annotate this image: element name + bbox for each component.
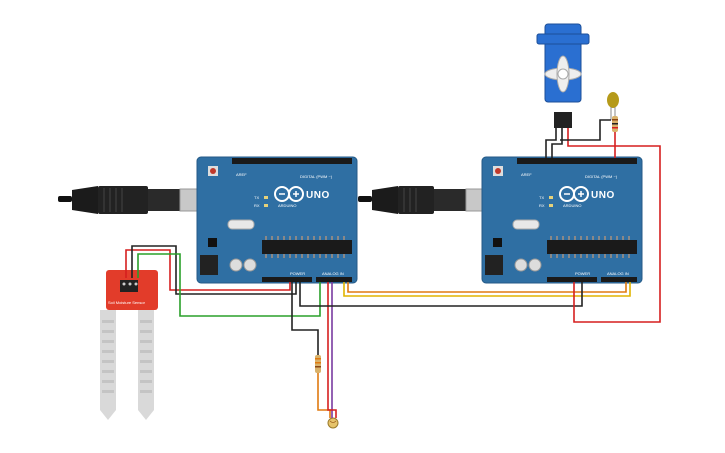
brand-label: ARDUINO	[278, 203, 296, 208]
soil-moisture-sensor[interactable]: Soil Moisture Sensor	[100, 270, 158, 420]
wire-link-yellow	[343, 282, 631, 297]
wire-sensor-red	[125, 249, 291, 291]
model-label: UNO	[306, 190, 330, 201]
usb-cable-right[interactable]	[358, 186, 485, 214]
power-header-label: POWER	[575, 271, 590, 276]
wire-photo-black	[291, 282, 319, 355]
power-header-label: POWER	[290, 271, 305, 276]
arduino-uno-right[interactable]: DIGITAL (PWM ~) AREF TX RX UNO ARDUINO P…	[481, 156, 643, 284]
tx-label: TX	[539, 195, 544, 200]
aref-label: AREF	[521, 172, 532, 177]
rx-label: RX	[254, 203, 260, 208]
arduino-logo-icon	[274, 186, 304, 202]
wire-photo-orange	[317, 373, 331, 418]
wire-servo-signal	[551, 128, 563, 158]
wires	[125, 119, 661, 418]
wire-link-orange	[347, 282, 627, 293]
wire-servo-red	[567, 128, 661, 323]
photoresistor[interactable]	[327, 417, 339, 429]
sensor-title: Soil Moisture Sensor	[108, 300, 146, 305]
wire-sensor-green	[137, 253, 321, 317]
analog-header-label: ANALOG IN	[322, 271, 344, 276]
arduino-logo-icon	[559, 186, 589, 202]
model-label: UNO	[591, 190, 615, 201]
tx-label: TX	[254, 195, 259, 200]
micro-servo[interactable]	[536, 23, 590, 128]
digital-header-label: DIGITAL (PWM ~)	[585, 174, 618, 179]
resistor-led[interactable]	[612, 116, 618, 132]
rx-label: RX	[539, 203, 545, 208]
reset-button[interactable]	[210, 168, 216, 174]
usb-cable-left[interactable]	[58, 186, 199, 214]
wire-sensor-black	[131, 245, 297, 295]
aref-label: AREF	[236, 172, 247, 177]
led[interactable]	[607, 92, 619, 120]
wire-servo-black	[545, 128, 557, 158]
brand-label: ARDUINO	[563, 203, 581, 208]
digital-header-label: DIGITAL (PWM ~)	[300, 174, 333, 179]
wire-ground-link	[299, 282, 583, 307]
wire-led-black	[560, 119, 611, 141]
reset-button[interactable]	[495, 168, 501, 174]
wire-photo-red	[327, 282, 337, 418]
analog-header-label: ANALOG IN	[607, 271, 629, 276]
resistor-photoresistor[interactable]	[315, 355, 321, 373]
arduino-uno-left[interactable]: DIGITAL (PWM ~) AREF TX RX UNO ARDUINO	[196, 156, 358, 284]
